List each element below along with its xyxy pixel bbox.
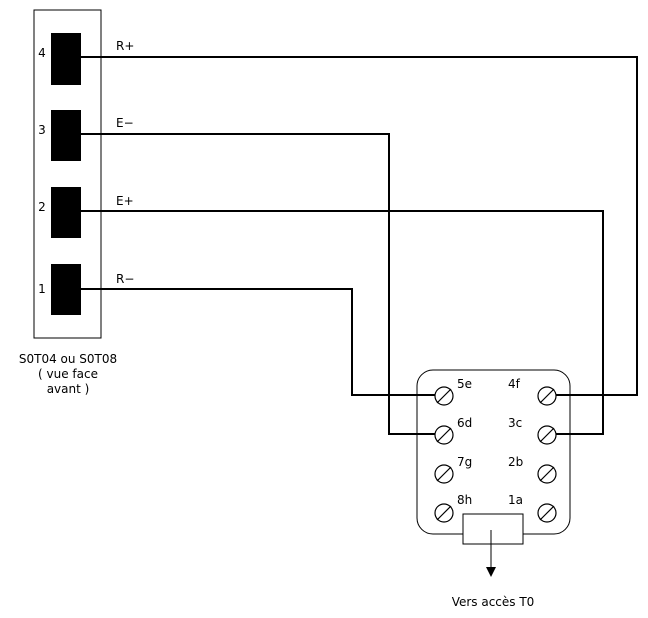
port-1-number: 1 — [38, 282, 46, 296]
pin-label-7g: 7g — [457, 455, 472, 469]
port-2-jack — [51, 187, 81, 238]
screw-terminal-6d — [434, 425, 454, 445]
connector-block: 5e 6d 7g 8h 4f 3c 2b 1a — [416, 369, 571, 545]
pin-label-1a: 1a — [508, 493, 523, 507]
pin-label-8h: 8h — [457, 493, 472, 507]
port-1-jack — [51, 264, 81, 315]
wire-e-minus — [81, 133, 441, 435]
port-3-jack — [51, 110, 81, 161]
wire-r-plus — [81, 56, 638, 396]
wire-label-e-plus: E+ — [116, 194, 134, 208]
pin-label-5e: 5e — [457, 377, 472, 391]
wire-label-r-plus: R+ — [116, 39, 134, 53]
panel-caption-line-3: avant ) — [47, 382, 90, 396]
screw-terminal-8h — [434, 503, 454, 523]
output-arrow — [486, 530, 496, 577]
wire-r-minus — [81, 288, 441, 396]
port-3-number: 3 — [38, 123, 46, 137]
pin-label-6d: 6d — [457, 416, 472, 430]
wires — [81, 56, 638, 435]
output-label: Vers accès T0 — [452, 595, 535, 609]
screw-terminal-1a — [537, 503, 557, 523]
connector-plug-tab — [462, 513, 524, 545]
pin-label-3c: 3c — [508, 416, 522, 430]
screw-terminal-7g — [434, 464, 454, 484]
pin-label-2b: 2b — [508, 455, 523, 469]
panel-caption-line-2: ( vue face — [38, 367, 98, 381]
screw-terminal-2b — [537, 464, 557, 484]
port-4-number: 4 — [38, 46, 46, 60]
pin-label-4f: 4f — [508, 377, 521, 391]
arrow-down-icon — [486, 567, 496, 577]
patch-panel: 4 3 2 1 — [33, 9, 102, 339]
wire-label-e-minus: E− — [116, 116, 134, 130]
screw-terminal-3c — [537, 425, 557, 445]
port-2-number: 2 — [38, 200, 46, 214]
wire-label-r-minus: R− — [116, 272, 134, 286]
wire-e-plus — [81, 210, 604, 435]
screw-terminal-4f — [537, 386, 557, 406]
screw-terminal-5e — [434, 386, 454, 406]
panel-caption-line-1: S0T04 ou S0T08 — [19, 352, 117, 366]
port-4-jack — [51, 33, 81, 85]
